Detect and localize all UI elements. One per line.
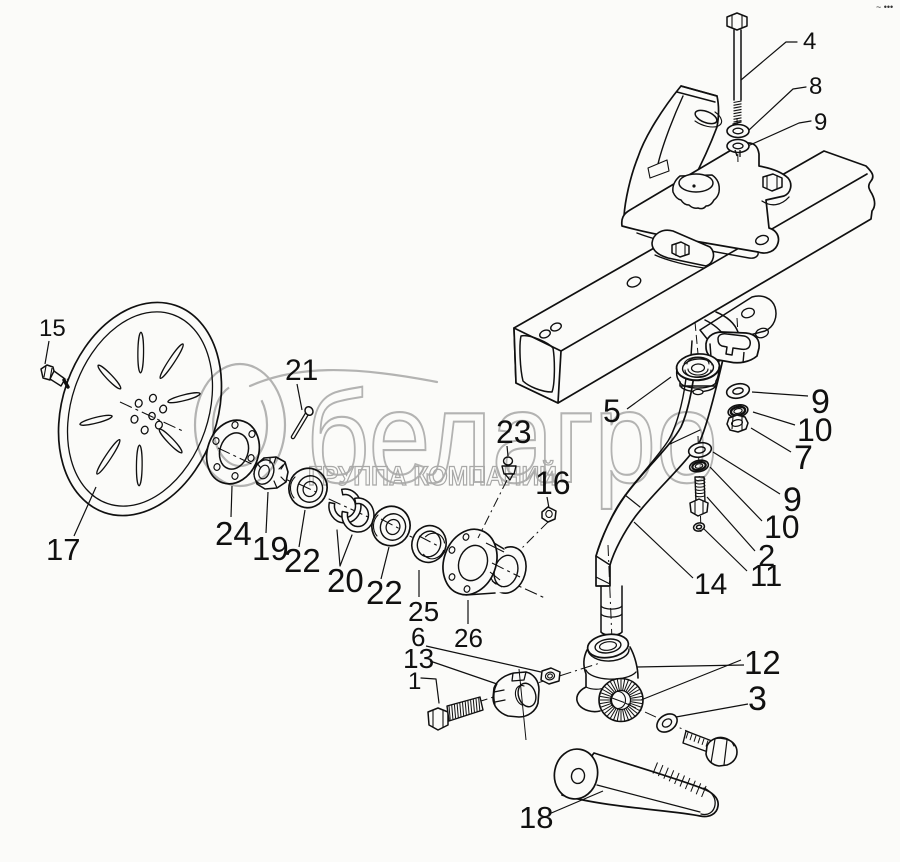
svg-text:11: 11 xyxy=(750,558,782,593)
svg-text:24: 24 xyxy=(215,515,252,552)
svg-text:16: 16 xyxy=(535,465,571,501)
svg-text:10: 10 xyxy=(797,412,833,448)
svg-text:15: 15 xyxy=(39,315,66,342)
svg-text:17: 17 xyxy=(46,532,80,567)
svg-text:белагро: белагро xyxy=(306,364,718,510)
svg-text:3: 3 xyxy=(748,680,767,718)
svg-text:10: 10 xyxy=(764,509,800,545)
svg-text:22: 22 xyxy=(284,542,321,579)
svg-text:~ •••: ~ ••• xyxy=(876,2,893,12)
svg-text:5: 5 xyxy=(603,393,621,429)
svg-text:22: 22 xyxy=(366,574,403,611)
svg-text:14: 14 xyxy=(694,568,727,601)
svg-text:2: 2 xyxy=(758,538,775,573)
svg-text:19: 19 xyxy=(252,530,289,567)
svg-text:13: 13 xyxy=(403,643,434,674)
svg-text:8: 8 xyxy=(809,73,822,100)
svg-text:ГРУППА КОМПАНИЙ: ГРУППА КОМПАНИЙ xyxy=(308,460,557,491)
svg-text:9: 9 xyxy=(783,481,802,519)
svg-text:1: 1 xyxy=(408,668,421,695)
svg-text:18: 18 xyxy=(519,800,553,835)
svg-text:25: 25 xyxy=(408,596,439,627)
svg-text:9: 9 xyxy=(814,109,827,136)
svg-text:9: 9 xyxy=(811,383,830,421)
svg-text:20: 20 xyxy=(327,562,364,599)
svg-text:4: 4 xyxy=(803,28,816,55)
svg-text:26: 26 xyxy=(454,623,483,653)
svg-text:23: 23 xyxy=(496,414,532,450)
svg-text:6: 6 xyxy=(411,622,425,652)
svg-text:7: 7 xyxy=(794,439,813,477)
svg-text:12: 12 xyxy=(744,644,781,681)
